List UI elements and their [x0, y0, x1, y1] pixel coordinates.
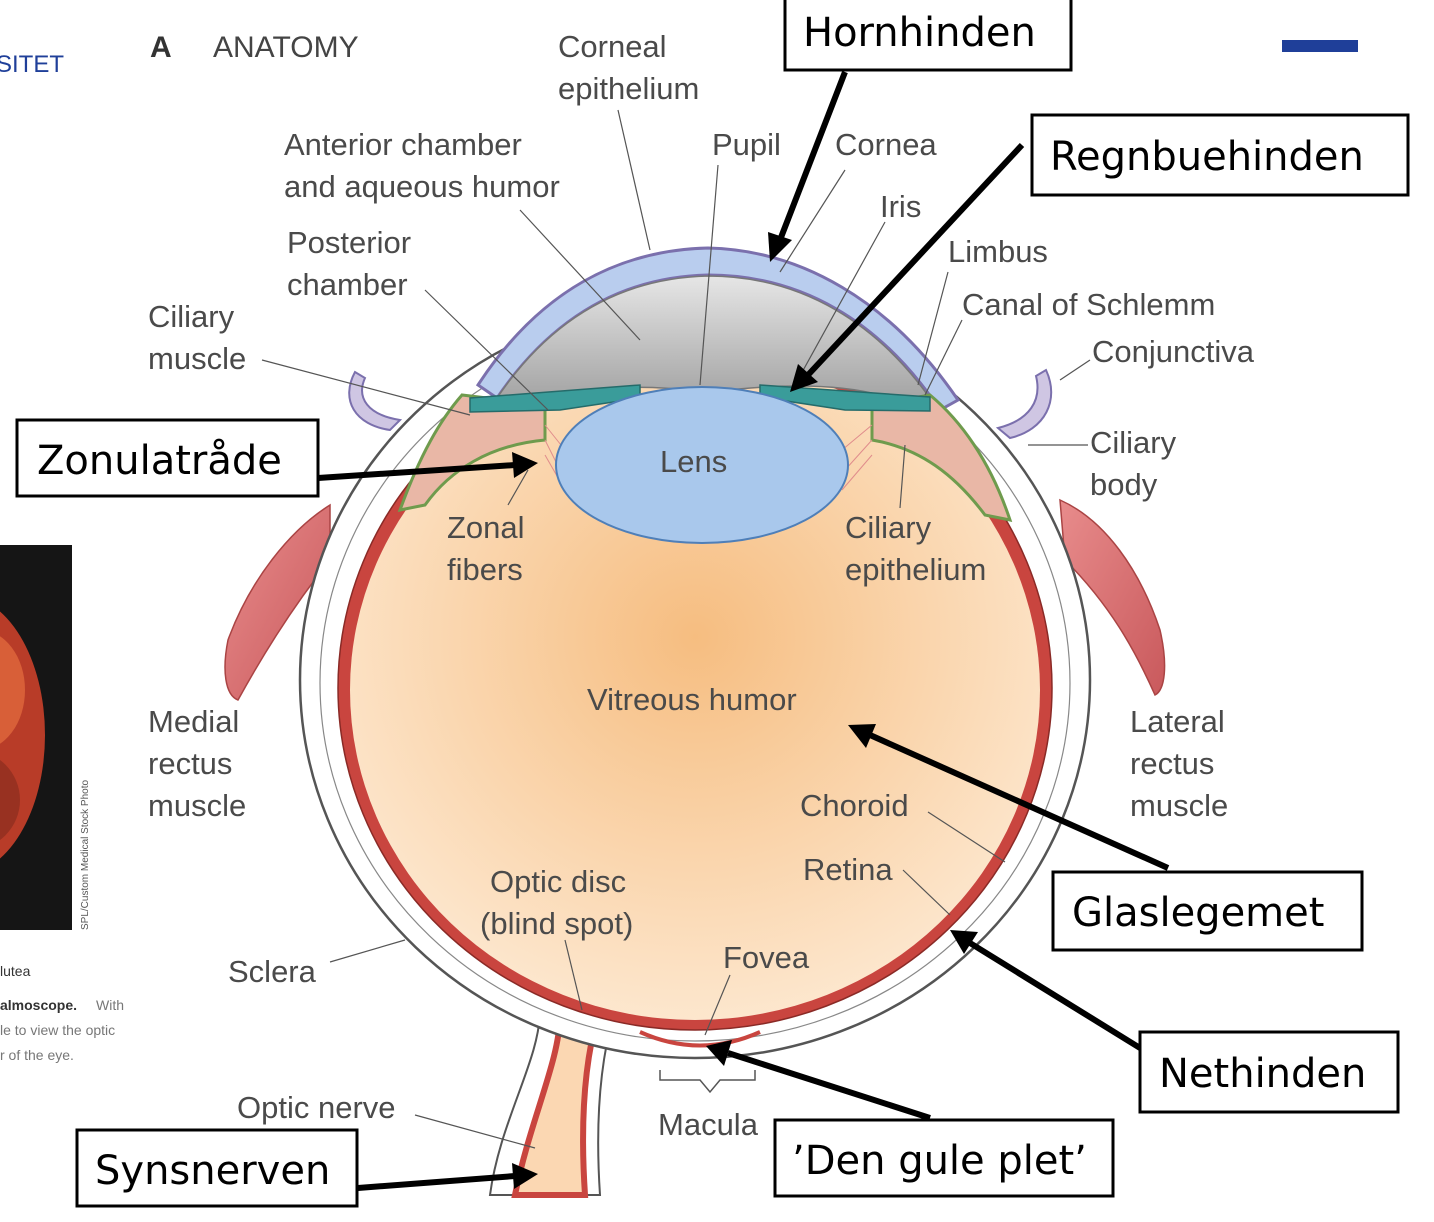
svg-text:Synsnerven: Synsnerven	[95, 1148, 330, 1194]
callout-nethinden: Nethinden	[1138, 1030, 1400, 1114]
label-zonal-fibers-1: Zonal	[447, 510, 525, 545]
svg-text:le to view the optic: le to view the optic	[0, 1022, 115, 1038]
label-ciliary-body-2: body	[1090, 467, 1158, 502]
org-name-fragment: SITET	[0, 51, 64, 78]
label-pupil: Pupil	[712, 127, 781, 162]
svg-text:’Den gule plet’: ’Den gule plet’	[792, 1138, 1087, 1184]
svg-text:Glaslegemet: Glaslegemet	[1072, 890, 1324, 936]
label-optic-nerve: Optic nerve	[237, 1090, 396, 1125]
lateral-rectus-muscle-shape	[1059, 498, 1166, 697]
label-anterior-chamber-1: Anterior chamber	[284, 127, 522, 162]
label-medial-rectus-1: Medial	[148, 704, 239, 739]
medial-rectus-muscle-shape	[224, 503, 331, 701]
callout-regnbuehinden: Regnbuehinden	[1030, 113, 1410, 197]
label-ciliary-muscle-1: Ciliary	[148, 299, 235, 334]
panel-title: ANATOMY	[213, 31, 359, 64]
svg-text:lutea: lutea	[0, 963, 31, 979]
label-corneal-epithelium-1: Corneal	[558, 29, 667, 64]
conjunctiva-left	[348, 370, 403, 432]
photo-caption: lutea almoscope. With le to view the opt…	[0, 963, 124, 1063]
label-medial-rectus-2: rectus	[148, 746, 232, 781]
label-corneal-epithelium-2: epithelium	[558, 71, 699, 106]
ciliary-body-left	[397, 393, 547, 512]
fovea-pit	[639, 1030, 761, 1048]
label-iris: Iris	[880, 189, 921, 224]
svg-text:Nethinden: Nethinden	[1159, 1051, 1366, 1097]
label-optic-disc-1: Optic disc	[490, 864, 626, 899]
label-cornea: Cornea	[835, 127, 937, 162]
macula-bracket	[659, 1070, 756, 1094]
label-choroid: Choroid	[800, 788, 909, 823]
anterior-chamber	[495, 275, 940, 412]
callout-synsnerven: Synsnerven	[75, 1128, 359, 1208]
svg-text:almoscope.: almoscope.	[0, 997, 77, 1013]
callout-glaslegemet: Glaslegemet	[1051, 870, 1364, 952]
svg-text:Regnbuehinden: Regnbuehinden	[1050, 134, 1364, 180]
label-lateral-rectus-3: muscle	[1130, 788, 1228, 823]
label-lens: Lens	[660, 444, 727, 479]
label-retina: Retina	[803, 852, 893, 887]
panel-letter: A	[150, 31, 172, 64]
svg-text:r of the eye.: r of the eye.	[0, 1047, 74, 1063]
callout-zonulatraade: Zonulatråde	[15, 418, 320, 498]
label-conjunctiva: Conjunctiva	[1092, 334, 1255, 369]
label-lateral-rectus-1: Lateral	[1130, 704, 1225, 739]
svg-text:With: With	[96, 997, 124, 1013]
leader-lines	[261, 109, 1091, 1149]
svg-text:Hornhinden: Hornhinden	[803, 10, 1036, 56]
callout-arrows	[317, 70, 1170, 1191]
anatomy-labels: Corneal epithelium Anterior chamber and …	[148, 29, 1255, 1142]
label-medial-rectus-3: muscle	[148, 788, 246, 823]
conjunctiva-right	[995, 368, 1053, 440]
label-ciliary-muscle-2: muscle	[148, 341, 246, 376]
label-zonal-fibers-2: fibers	[447, 552, 523, 587]
label-optic-disc-2: (blind spot)	[480, 906, 633, 941]
lens-shape	[555, 386, 849, 544]
label-macula: Macula	[658, 1107, 759, 1142]
label-ciliary-body-1: Ciliary	[1090, 425, 1177, 460]
label-sclera: Sclera	[228, 954, 317, 989]
svg-text:Zonulatråde: Zonulatråde	[37, 438, 282, 484]
iris-left	[469, 384, 641, 413]
vitreous-body	[350, 360, 1040, 1020]
accent-bar	[1282, 40, 1358, 52]
label-fovea: Fovea	[723, 940, 810, 975]
fundus-photo: SPL/Custom Medical Stock Photo	[0, 545, 91, 930]
label-posterior-chamber-1: Posterior	[287, 225, 411, 260]
label-limbus: Limbus	[948, 234, 1048, 269]
label-vitreous-humor: Vitreous humor	[587, 682, 797, 717]
callout-den-gule-plet: ’Den gule plet’	[773, 1118, 1115, 1198]
ciliary-body-right	[870, 393, 1013, 522]
label-ciliary-epithelium-2: epithelium	[845, 552, 986, 587]
label-anterior-chamber-2: and aqueous humor	[284, 169, 560, 204]
label-posterior-chamber-2: chamber	[287, 267, 408, 302]
label-lateral-rectus-2: rectus	[1130, 746, 1214, 781]
label-ciliary-epithelium-1: Ciliary	[845, 510, 932, 545]
photo-credit: SPL/Custom Medical Stock Photo	[80, 779, 91, 930]
optic-nerve-core	[511, 1012, 602, 1198]
label-canal-of-schlemm: Canal of Schlemm	[962, 287, 1215, 322]
callout-hornhinden: Hornhinden	[783, 0, 1073, 72]
